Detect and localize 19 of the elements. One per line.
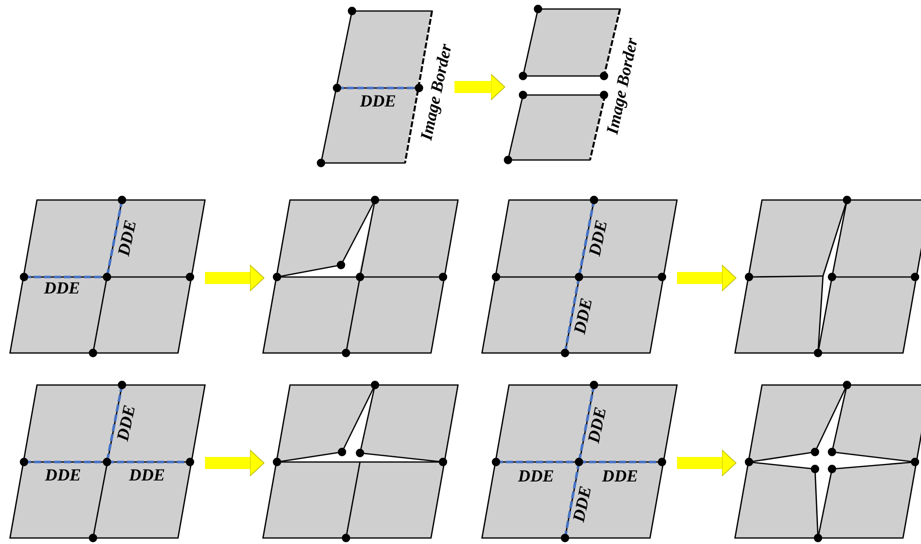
region-label: DDE (114, 218, 140, 258)
region-label: DDE (586, 218, 610, 258)
region-label: DDE (570, 484, 594, 524)
border-label: Image Border (604, 36, 640, 136)
block-arrow (677, 450, 736, 476)
region-label: DDE (360, 92, 396, 110)
border-label: Image Border (418, 42, 454, 142)
block-arrow (677, 264, 736, 292)
region-label: DDE (584, 406, 610, 444)
region-label: DDE (45, 466, 81, 484)
block-arrow (205, 450, 264, 476)
region-label: DDE (602, 468, 638, 484)
region-label: DDE (570, 296, 596, 336)
region-label: DDE (518, 468, 554, 484)
block-arrow (205, 264, 264, 292)
region-label: DDE (129, 466, 165, 484)
block-arrow (454, 74, 506, 100)
region-label: DDE (44, 280, 80, 296)
region-label: DDE (114, 404, 138, 442)
